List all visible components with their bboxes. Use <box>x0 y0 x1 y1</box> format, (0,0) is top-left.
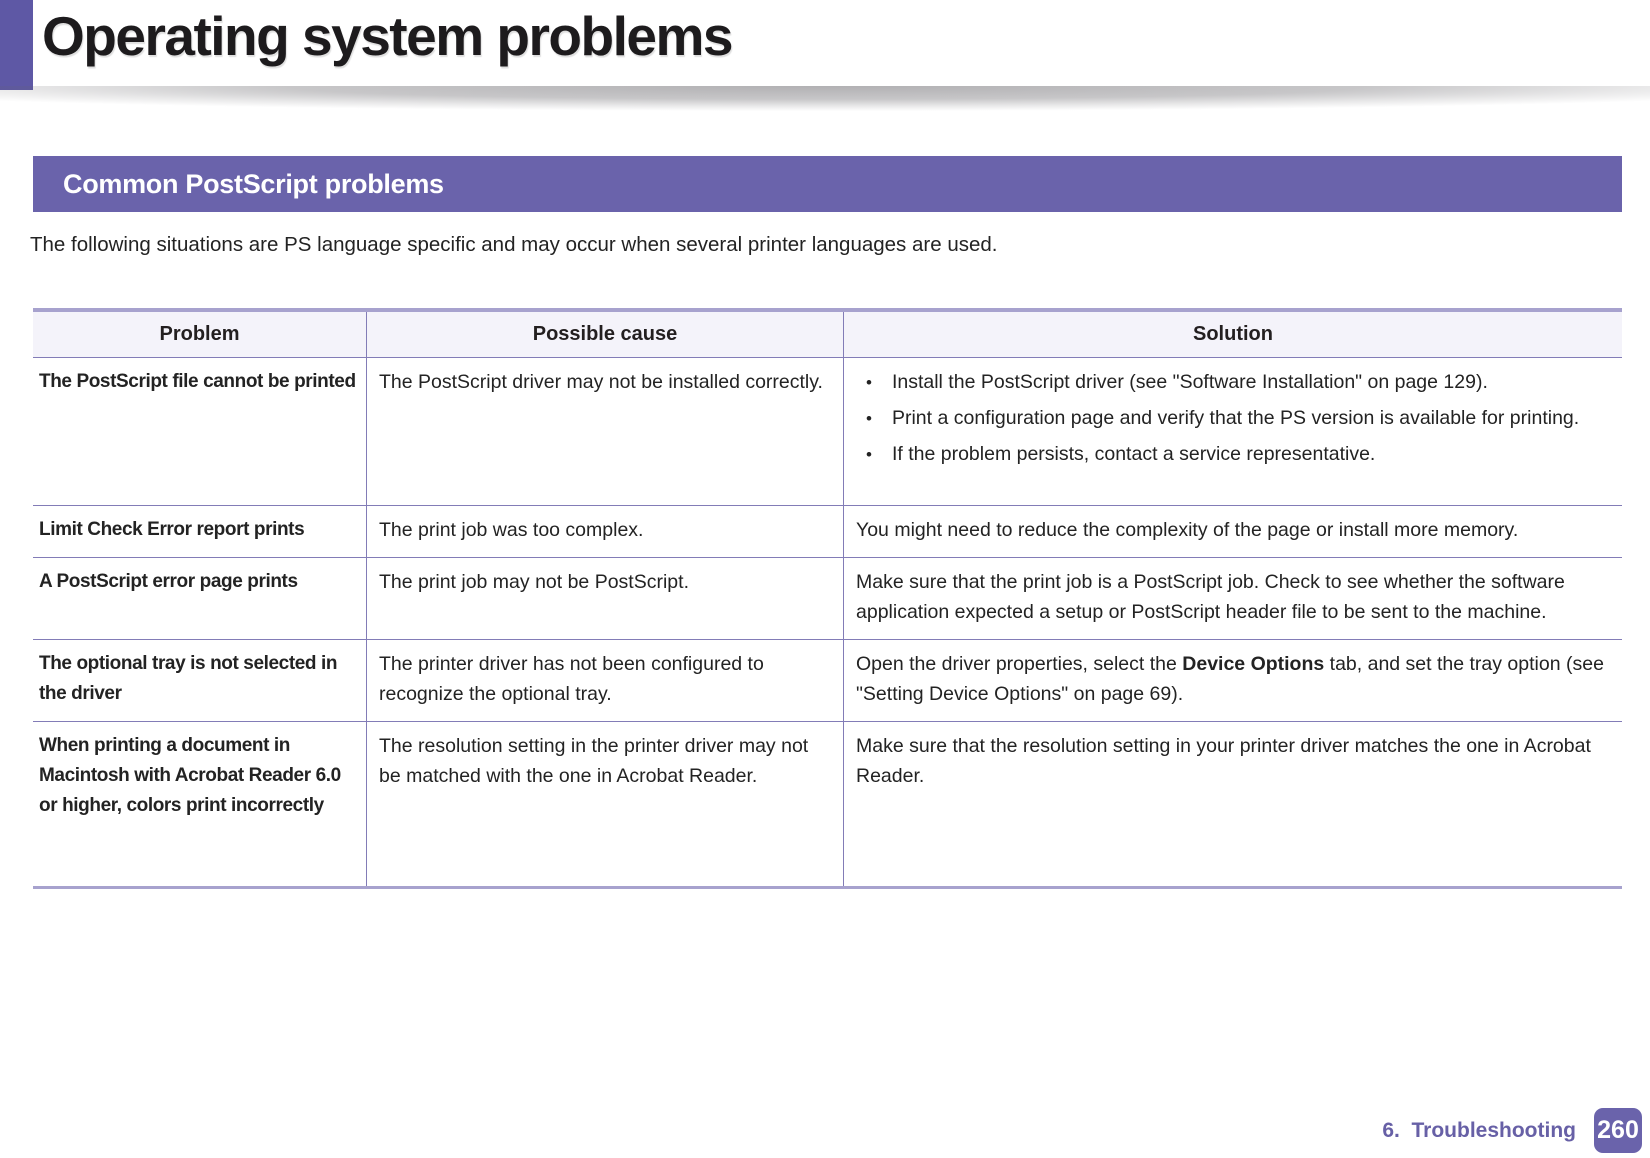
section-heading-bar: Common PostScript problems <box>33 156 1622 212</box>
problem-cell: The optional tray is not selected in the… <box>39 653 338 704</box>
cause-cell: The print job may not be PostScript. <box>366 558 843 639</box>
solution-cell: Make sure that the resolution setting in… <box>843 722 1622 886</box>
table-row: The optional tray is not selected in the… <box>33 639 1622 721</box>
postscript-problems-table: Problem Possible cause Solution The Post… <box>33 308 1622 889</box>
table-row: Limit Check Error report prints The prin… <box>33 505 1622 557</box>
cause-cell: The PostScript driver may not be install… <box>366 358 843 505</box>
cause-cell: The print job was too complex. <box>366 506 843 557</box>
problem-cell: When printing a document in Macintosh wi… <box>39 735 341 816</box>
solution-cell: You might need to reduce the complexity … <box>843 506 1622 557</box>
page-number-badge: 260 <box>1594 1108 1642 1153</box>
cause-cell: The printer driver has not been configur… <box>366 640 843 721</box>
solution-text-bold: Device Options <box>1182 653 1325 675</box>
table-row: The PostScript file cannot be printed Th… <box>33 357 1622 505</box>
solution-cell: Make sure that the print job is a PostSc… <box>843 558 1622 639</box>
column-header-possible-cause: Possible cause <box>366 312 843 357</box>
title-accent-bar <box>0 0 33 90</box>
cause-cell: The resolution setting in the printer dr… <box>366 722 843 886</box>
column-header-problem: Problem <box>159 323 240 345</box>
solution-text-post: tab, and set the tray option (see "Setti… <box>856 653 1604 705</box>
intro-text: The following situations are PS language… <box>30 233 998 256</box>
problem-cell: The PostScript file cannot be printed <box>39 371 356 392</box>
table-row: When printing a document in Macintosh wi… <box>33 721 1622 886</box>
section-heading-text: Common PostScript problems <box>63 168 444 199</box>
footer-chapter-label: 6. Troubleshooting <box>1382 1118 1576 1142</box>
table-header-row: Problem Possible cause Solution <box>33 312 1622 357</box>
problem-cell: A PostScript error page prints <box>39 571 298 592</box>
column-header-solution: Solution <box>843 312 1622 357</box>
table-row: A PostScript error page prints The print… <box>33 557 1622 639</box>
solution-cell: Install the PostScript driver (see "Soft… <box>843 358 1622 505</box>
page-footer: 6. Troubleshooting 260 <box>1382 1108 1642 1153</box>
solution-bullet: Install the PostScript driver (see "Soft… <box>866 367 1610 397</box>
page-title: Operating system problems <box>42 5 733 67</box>
solution-bullet: Print a configuration page and verify th… <box>866 403 1610 433</box>
solution-bullet: If the problem persists, contact a servi… <box>866 439 1610 469</box>
solution-bullet-list: Install the PostScript driver (see "Soft… <box>856 367 1610 469</box>
solution-text-pre: Open the driver properties, select the <box>856 653 1183 675</box>
problem-cell: Limit Check Error report prints <box>39 519 305 540</box>
title-divider-shadow <box>0 86 1650 116</box>
solution-cell: Open the driver properties, select the D… <box>843 640 1622 721</box>
